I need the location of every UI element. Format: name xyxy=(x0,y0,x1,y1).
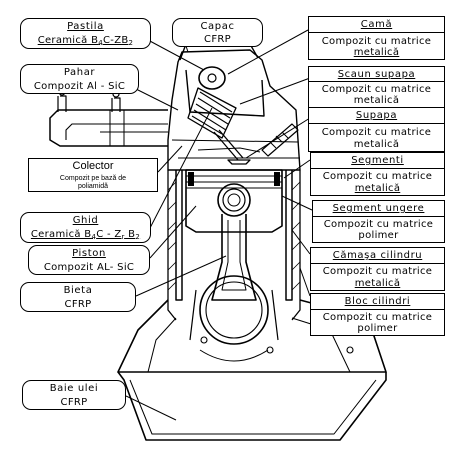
label-bloc-cilindri-material-line1: Compozit cu matrice xyxy=(322,312,433,323)
label-piston-title: Piston xyxy=(72,248,106,259)
label-pahar-title: Pahar xyxy=(63,67,96,78)
label-bloc-cilindri: Bloc cilindri Compozit cu matrice polime… xyxy=(310,293,445,336)
piston-rings xyxy=(186,175,282,189)
label-cama-title: Camă xyxy=(360,19,393,30)
label-segment-ungere-title: Segment ungere xyxy=(332,203,425,214)
camshaft-lobe xyxy=(198,66,226,90)
label-colector-material-line2: poliamidă xyxy=(78,183,108,190)
piston-pin xyxy=(217,183,251,217)
label-colector: Colector Compozit pe bază de poliamidă xyxy=(28,158,158,192)
valve-spring xyxy=(187,87,237,139)
label-piston: Piston Compozit AL- SiC xyxy=(28,245,150,275)
label-supapa-material-line2: metalică xyxy=(353,139,400,150)
label-segment-ungere: Segment ungere Compozit cu matrice polim… xyxy=(312,200,445,243)
label-segmenti: Segmenti Compozit cu matrice metalică xyxy=(310,152,445,196)
label-scaun-supapa-material-line1: Compozit cu matrice xyxy=(321,84,432,95)
label-segmenti-material-line2: metalică xyxy=(354,183,401,194)
label-bieta-title: Bieta xyxy=(63,285,93,296)
label-camasa-cilindru-title: Cămaşa cilindru xyxy=(332,250,423,261)
oil-pan xyxy=(117,371,387,441)
label-pahar: Pahar Compozit Al - SiC xyxy=(20,64,139,94)
label-cama-material-line2: metalică xyxy=(353,47,400,58)
label-bloc-cilindri-material-line2: polimer xyxy=(357,323,398,334)
label-cama: Camă Compozit cu matrice metalică xyxy=(308,16,445,60)
label-segment-ungere-material-line2: polimer xyxy=(358,230,399,241)
connecting-rod xyxy=(211,214,257,301)
piston-body xyxy=(185,169,283,233)
label-segment-ungere-material-line1: Compozit cu matrice xyxy=(323,219,434,230)
label-pastila-material: Ceramică B4C-ZB2 xyxy=(37,35,134,47)
label-supapa-material-line1: Compozit cu matrice xyxy=(321,127,432,138)
label-pahar-material: Compozit Al - SiC xyxy=(33,81,126,92)
label-scaun-supapa: Scaun supapa Compozit cu matrice metalic… xyxy=(308,66,445,108)
label-scaun-supapa-title: Scaun supapa xyxy=(337,69,416,80)
label-bloc-cilindri-title: Bloc cilindri xyxy=(344,296,411,307)
label-segmenti-title: Segmenti xyxy=(351,155,404,166)
label-baie-ulei: Baie ulei CFRP xyxy=(22,380,126,410)
crankshaft-journal xyxy=(199,275,269,345)
label-supapa-title: Supapa xyxy=(355,110,398,121)
label-bieta-material: CFRP xyxy=(64,299,92,310)
label-ghid-title: Ghid xyxy=(72,215,99,226)
label-supapa: Supapa Compozit cu matrice metalică xyxy=(308,107,445,152)
label-cama-material-line1: Compozit cu matrice xyxy=(321,36,432,47)
label-colector-material-line1: Compozit pe bază de xyxy=(59,175,127,182)
cylinder-wall-right xyxy=(285,170,293,301)
label-bieta: Bieta CFRP xyxy=(20,282,136,312)
label-camasa-cilindru-material-line1: Compozit cu matrice xyxy=(322,266,433,277)
label-ghid-material: Ceramică B4C - Zr B2 xyxy=(30,229,141,241)
cylinder-head-outline xyxy=(167,49,301,171)
valve-head xyxy=(227,159,251,165)
label-pastila-title: Pastila xyxy=(67,21,104,32)
label-piston-material: Compozit AL- SiC xyxy=(43,262,135,273)
label-capac-material: CFRP xyxy=(204,34,231,45)
label-camasa-cilindru: Cămaşa cilindru Compozit cu matrice meta… xyxy=(310,247,445,291)
label-capac-title: Capac xyxy=(200,21,235,32)
label-pastila: Pastila Ceramică B4C-ZB2 xyxy=(20,18,151,49)
cylinder-wall-left xyxy=(175,170,183,301)
label-baie-ulei-title: Baie ulei xyxy=(49,383,99,394)
label-ghid: Ghid Ceramică B4C - Zr B2 xyxy=(20,212,151,243)
label-camasa-cilindru-material-line2: metalică xyxy=(354,278,401,289)
label-capac: Capac CFRP xyxy=(172,18,263,47)
label-scaun-supapa-material-line2: metalică xyxy=(353,95,400,106)
label-segmenti-material-line1: Compozit cu matrice xyxy=(322,171,433,182)
intake-manifold xyxy=(49,109,168,147)
leader-lines xyxy=(125,29,313,421)
label-colector-title: Colector xyxy=(72,160,114,172)
valve-stem xyxy=(213,129,244,161)
label-baie-ulei-material: CFRP xyxy=(60,397,88,408)
